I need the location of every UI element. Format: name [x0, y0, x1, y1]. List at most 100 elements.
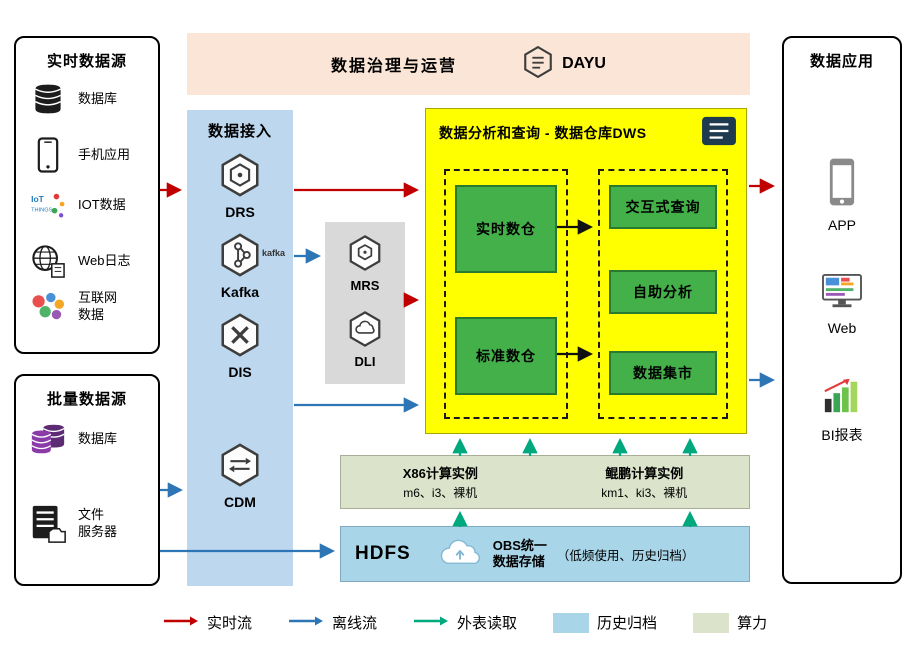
app-item: BI报表 [784, 376, 900, 445]
batch-sources-panel: 批量数据源 数据库 [14, 374, 160, 586]
source-label: Web日志 [78, 252, 131, 268]
storage-box: HDFS OBS统一 数据存储 （低频使用、历史归档） [340, 526, 750, 582]
app-item: Web [784, 273, 900, 336]
module-label: 标准数仓 [476, 348, 536, 364]
legend-label: 算力 [737, 615, 768, 632]
kunpeng-title: 鲲鹏计算实例 [605, 466, 684, 481]
file-server-icon [26, 504, 70, 544]
kunpeng-detail: km1、ki3、裸机 [601, 486, 688, 500]
archive-swatch [553, 612, 590, 633]
source-label: 文件 服务器 [78, 507, 118, 539]
application-label: Web [827, 320, 857, 336]
legend-label: 历史归档 [597, 615, 658, 632]
obs-note: （低频使用、历史归档） [556, 548, 695, 563]
service-kafka: kafka Kafka [187, 232, 293, 300]
governance-title: 数据治理与运营 [331, 58, 458, 75]
realtime-sources-title: 实时数据源 [46, 53, 127, 70]
service-dis: DIS [187, 312, 293, 380]
applications-title: 数据应用 [809, 53, 874, 70]
list-item: 手机应用 [26, 136, 154, 174]
realtime-arrow-icon [163, 614, 199, 631]
legend-compute: 算力 [693, 612, 767, 633]
dayu-icon [521, 45, 555, 84]
source-label: IOT数据 [78, 196, 126, 212]
service-name: Kafka [220, 284, 260, 300]
web-monitor-icon [821, 273, 863, 315]
list-item: 互联网 数据 [26, 290, 154, 324]
service-name: CDM [224, 494, 256, 510]
module-label: 数据集市 [633, 365, 693, 381]
x86-detail: m6、i3、裸机 [403, 486, 478, 500]
processing-box: MRS DLI [325, 222, 405, 384]
web-log-icon [26, 244, 70, 278]
cloud-icon [437, 537, 483, 572]
application-label: BI报表 [821, 427, 863, 443]
module-self-service-analysis: 自助分析 [609, 270, 717, 314]
kunpeng-compute: 鲲鹏计算实例 km1、ki3、裸机 [601, 463, 687, 501]
internet-data-icon [26, 291, 70, 323]
compute-box: X86计算实例 m6、i3、裸机 鲲鹏计算实例 km1、ki3、裸机 [340, 455, 750, 509]
service-drs: DRS [187, 152, 293, 220]
legend: 实时流 离线流 外表读取 历史归档 算力 [163, 612, 767, 633]
external-read-arrow-icon [413, 614, 449, 631]
dws-box: 数据分析和查询 - 数据仓库DWS 实时数仓 标准数仓 交互式查询 自助分析 [425, 108, 747, 434]
dli-icon [346, 311, 384, 352]
list-item: 文件 服务器 [26, 504, 154, 544]
governance-banner: 数据治理与运营 DAYU [187, 33, 750, 95]
ingestion-column: 数据接入 DRS [187, 110, 293, 586]
realtime-sources-panel: 实时数据源 数据库 手机应用 [14, 36, 160, 354]
legend-label: 外表读取 [457, 615, 518, 632]
svg-text:IoT: IoT [31, 194, 44, 204]
legend-external-read: 外表读取 [413, 612, 517, 633]
x86-compute: X86计算实例 m6、i3、裸机 [403, 463, 478, 501]
hdfs-label: HDFS [355, 543, 411, 564]
legend-label: 实时流 [207, 615, 253, 632]
kafka-icon [217, 233, 263, 282]
x86-title: X86计算实例 [402, 466, 478, 481]
source-label: 数据库 [78, 430, 118, 446]
dayu-label: DAYU [562, 55, 606, 72]
dayu-brand: DAYU [521, 45, 606, 84]
service-cdm: CDM [187, 442, 293, 510]
module-interactive-query: 交互式查询 [609, 185, 717, 229]
module-label: 自助分析 [633, 284, 693, 300]
offline-arrow-icon [288, 614, 324, 631]
dws-doc-icon [700, 115, 738, 152]
module-realtime-warehouse: 实时数仓 [455, 185, 557, 273]
list-item: 数据库 [26, 420, 154, 458]
source-label: 互联网 数据 [78, 290, 118, 322]
legend-label: 离线流 [332, 615, 378, 632]
phone-icon [26, 136, 70, 174]
service-dli: DLI [325, 310, 405, 369]
database-icon [26, 82, 70, 116]
iot-icon: IoT THINGS [26, 190, 70, 220]
module-data-mart: 数据集市 [609, 351, 717, 395]
app-item: APP [784, 156, 900, 233]
warehouse-group: 实时数仓 标准数仓 [444, 169, 568, 419]
app-phone-icon [828, 158, 856, 212]
legend-offline: 离线流 [288, 612, 377, 633]
analytics-group: 交互式查询 自助分析 数据集市 [598, 169, 728, 419]
module-standard-warehouse: 标准数仓 [455, 317, 557, 395]
compute-swatch [693, 612, 730, 633]
service-name: DIS [228, 364, 252, 380]
application-label: APP [827, 217, 856, 233]
legend-realtime: 实时流 [163, 612, 252, 633]
mrs-icon [346, 235, 384, 276]
dws-title: 数据分析和查询 - 数据仓库DWS [439, 125, 647, 141]
module-label: 交互式查询 [625, 199, 701, 215]
dis-icon [217, 313, 263, 362]
service-name: DRS [225, 204, 255, 220]
service-name: DLI [354, 354, 376, 369]
batch-database-icon [26, 420, 70, 458]
batch-sources-title: 批量数据源 [46, 391, 127, 408]
module-label: 实时数仓 [476, 221, 536, 237]
legend-archive: 历史归档 [553, 612, 657, 633]
applications-panel: 数据应用 APP [782, 36, 902, 584]
obs-label: OBS统一 数据存储 [492, 537, 547, 569]
service-mrs: MRS [325, 234, 405, 293]
drs-icon [217, 153, 263, 202]
list-item: 数据库 [26, 82, 154, 116]
source-label: 数据库 [78, 90, 118, 106]
